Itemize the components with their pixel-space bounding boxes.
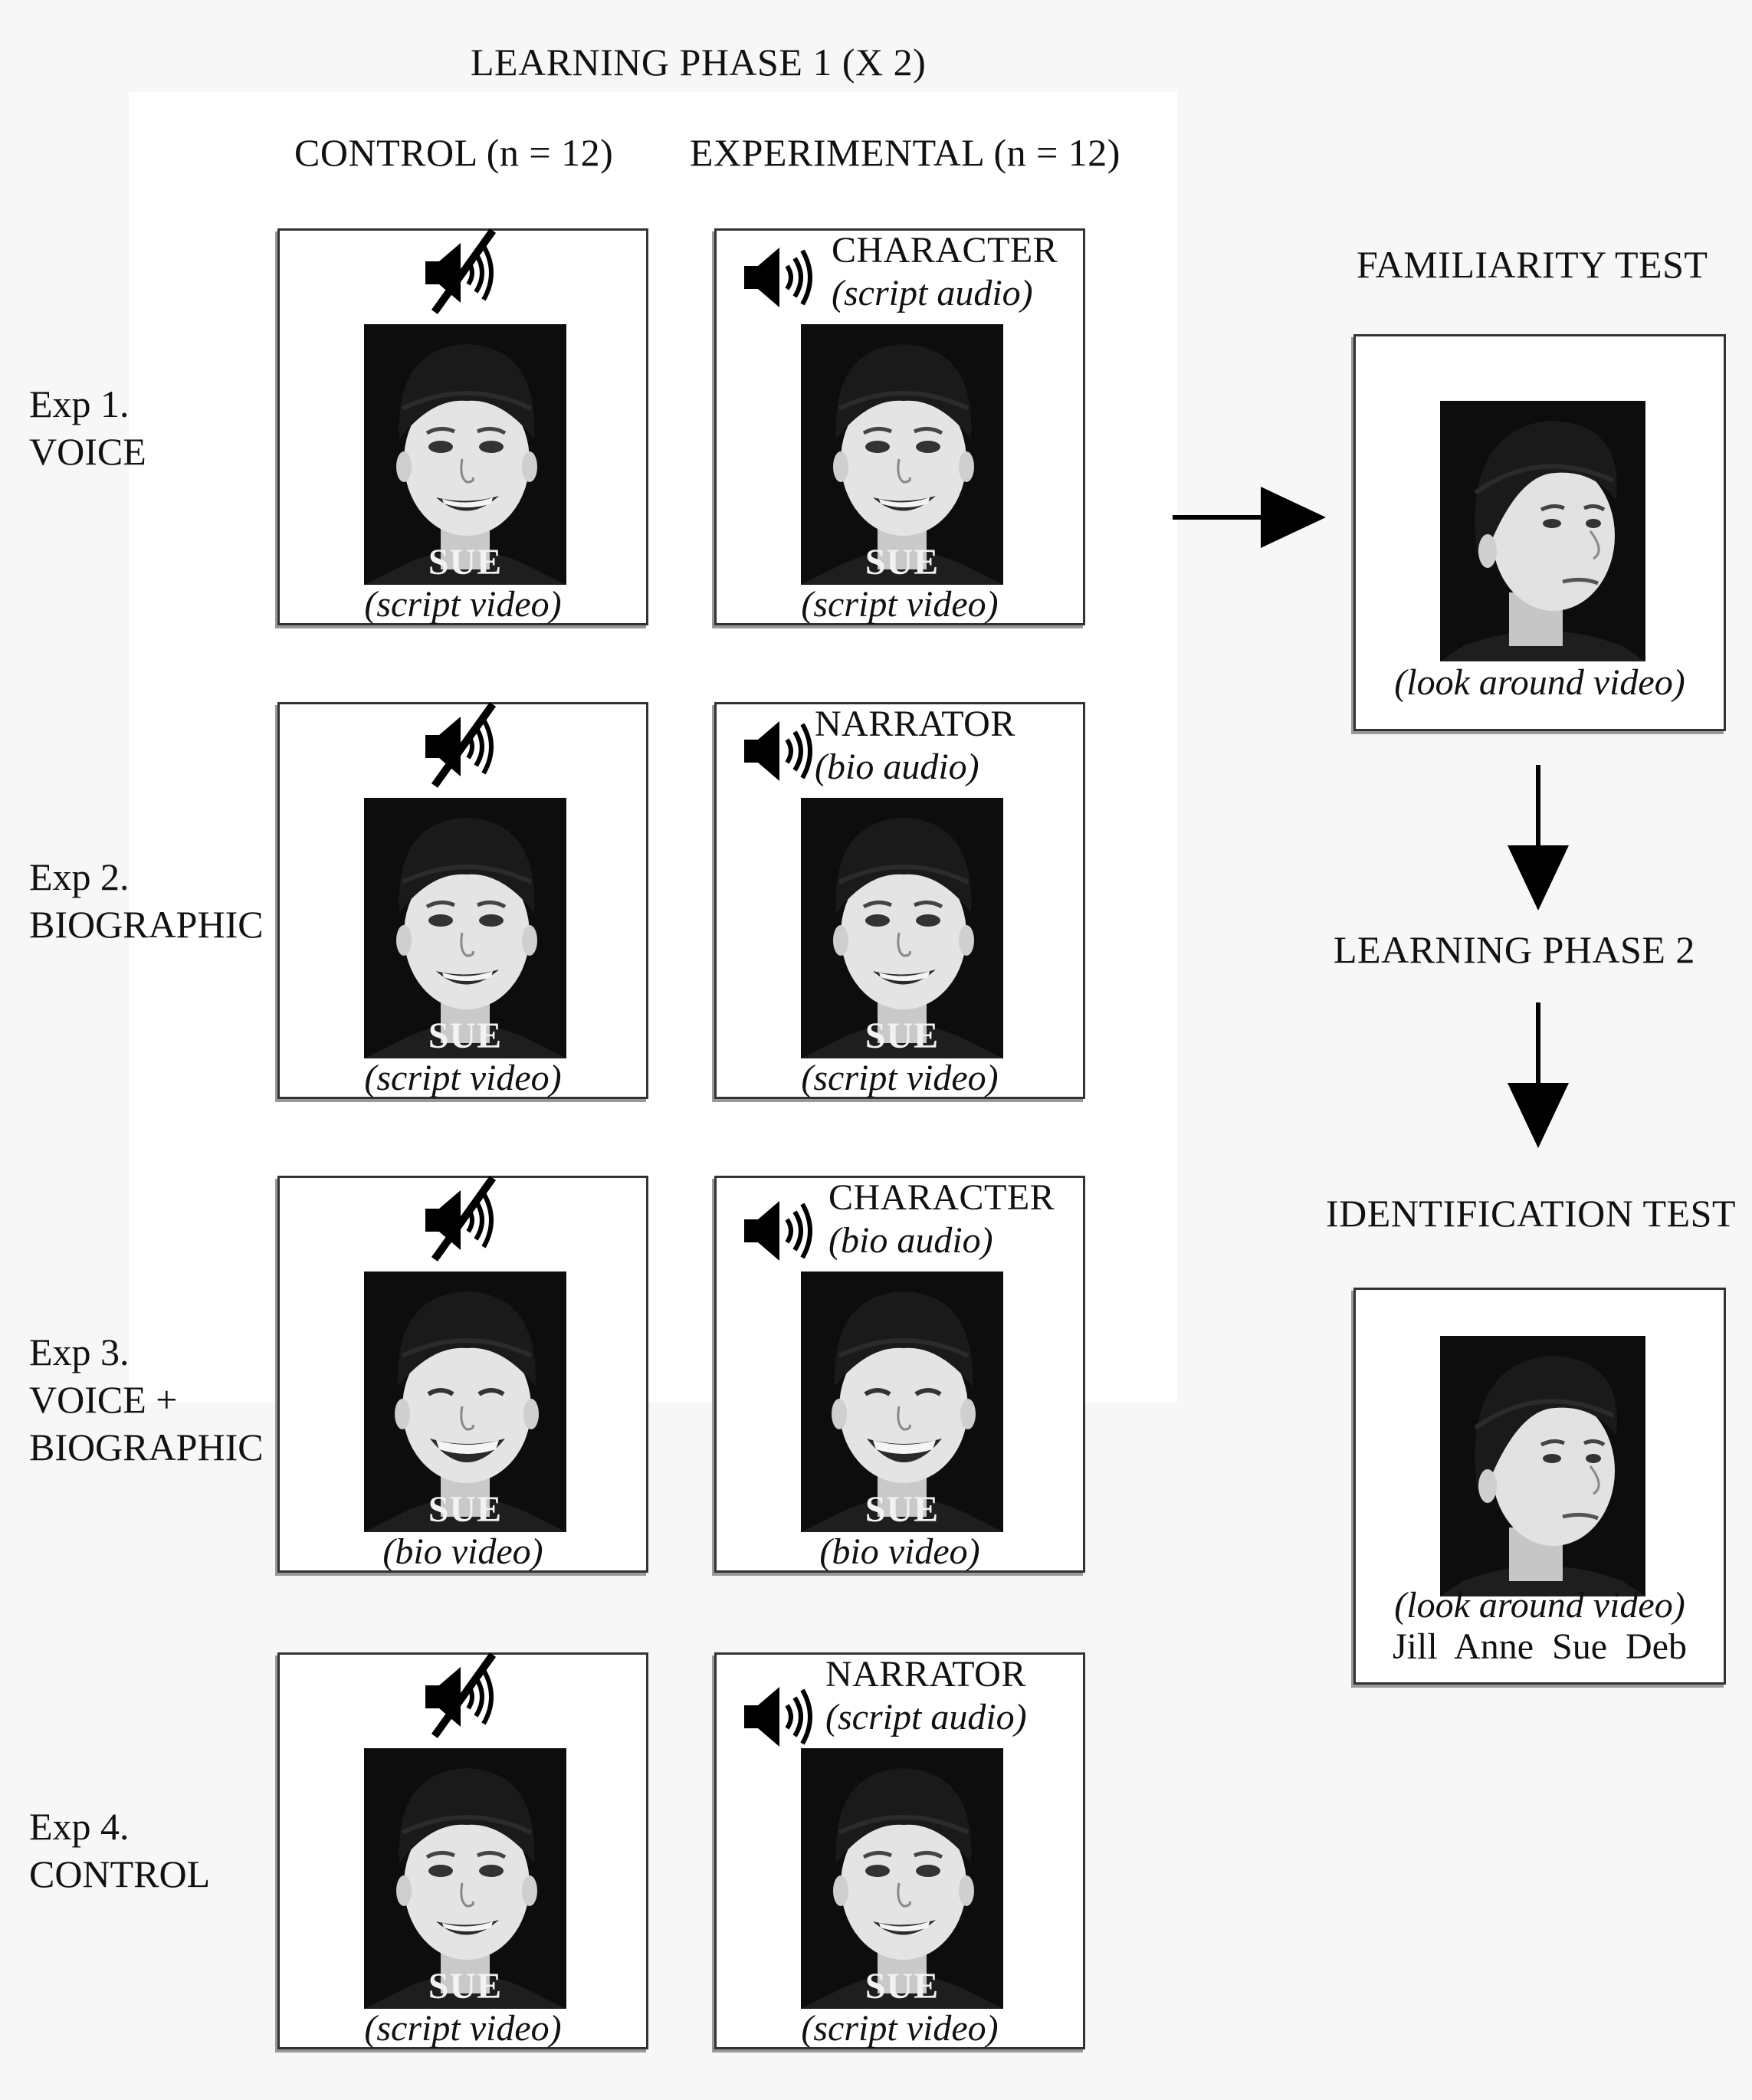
face-photo-turned <box>1440 401 1645 661</box>
control-card-exp-3: SUE (bio video) <box>277 1176 648 1573</box>
row-label-line: Exp 2. <box>29 855 130 898</box>
face-name-label: SUE <box>428 542 503 582</box>
row-label-line: Exp 3. <box>29 1331 130 1373</box>
video-caption: (script video) <box>801 2008 999 2049</box>
face-photo: SUE <box>801 324 1003 585</box>
row-label-line: BIOGRAPHIC <box>29 903 264 946</box>
speaker-muted-icon <box>419 1650 504 1742</box>
face-photo: SUE <box>364 1271 566 1532</box>
face-name-label: SUE <box>865 1966 940 2006</box>
speaker-muted-icon <box>419 1173 504 1265</box>
face-photo: SUE <box>364 798 566 1058</box>
audio-source-title: CHARACTER <box>828 1177 1055 1218</box>
header-learning-phase-2: LEARNING PHASE 2 <box>1334 928 1695 971</box>
name-choices: Jill Anne Sue Deb <box>1393 1626 1687 1667</box>
audio-source-sub: (bio audio) <box>815 746 979 787</box>
experimental-card-exp-1: CHARACTER (script audio) SUE (script vid… <box>714 228 1085 625</box>
header-learning-phase-1: LEARNING PHASE 1 (X 2) <box>471 41 927 84</box>
speaker-muted-icon <box>419 226 504 318</box>
face-name-label: SUE <box>428 1489 503 1530</box>
face-photo: SUE <box>801 1271 1003 1532</box>
speaker-sound-icon <box>740 717 816 786</box>
audio-source-title: NARRATOR <box>815 704 1015 744</box>
video-caption: (look around video) <box>1394 1585 1685 1626</box>
speaker-sound-icon <box>740 1682 816 1751</box>
video-caption: (script video) <box>801 1058 999 1098</box>
face-photo-turned <box>1440 1336 1645 1596</box>
audio-source-sub: (bio audio) <box>828 1220 993 1261</box>
face-photo: SUE <box>801 798 1003 1058</box>
face-name-label: SUE <box>865 542 940 582</box>
header-control: CONTROL (n = 12) <box>294 131 614 174</box>
audio-source-sub: (script audio) <box>832 273 1033 313</box>
header-experimental: EXPERIMENTAL (n = 12) <box>690 131 1120 174</box>
video-caption: (script video) <box>801 584 999 625</box>
speaker-sound-icon <box>740 1196 816 1265</box>
video-caption: (script video) <box>364 584 562 625</box>
video-caption: (script video) <box>364 2008 562 2049</box>
row-label-line: Exp 4. <box>29 1805 130 1848</box>
audio-source-title: NARRATOR <box>825 1654 1026 1695</box>
header-identification-test: IDENTIFICATION TEST <box>1326 1192 1736 1235</box>
video-caption: (bio video) <box>382 1531 543 1572</box>
experimental-card-exp-4: NARRATOR (script audio) SUE (script vide… <box>714 1652 1085 2049</box>
face-photo: SUE <box>364 324 566 585</box>
row-label-exp-1: Exp 1. VOICE <box>29 380 146 475</box>
video-caption: (script video) <box>364 1058 562 1098</box>
row-label-line: CONTROL <box>29 1852 211 1895</box>
speaker-muted-icon <box>419 700 504 792</box>
face-name-label: SUE <box>428 1966 503 2006</box>
control-card-exp-2: SUE (script video) <box>277 702 648 1099</box>
experimental-card-exp-2: NARRATOR (bio audio) SUE (script video) <box>714 702 1085 1099</box>
face-name-label: SUE <box>865 1489 940 1530</box>
arrow-down <box>1504 1002 1573 1148</box>
video-caption: (bio video) <box>819 1531 980 1572</box>
video-caption: (look around video) <box>1394 662 1685 703</box>
face-name-label: SUE <box>428 1016 503 1056</box>
audio-source-sub: (script audio) <box>825 1697 1027 1737</box>
control-card-exp-1: SUE (script video) <box>277 228 648 625</box>
audio-source-title: CHARACTER <box>832 230 1058 271</box>
speaker-sound-icon <box>740 243 816 312</box>
row-label-line: VOICE <box>29 430 146 473</box>
row-label-exp-4: Exp 4. CONTROL <box>29 1803 210 1898</box>
row-label-line: Exp 1. <box>29 382 130 425</box>
row-label-exp-2: Exp 2. BIOGRAPHIC <box>29 853 264 948</box>
familiarity-test-card: (look around video) <box>1353 334 1726 731</box>
face-photo: SUE <box>801 1748 1003 2009</box>
face-photo: SUE <box>364 1748 566 2009</box>
row-label-line: BIOGRAPHIC <box>29 1426 264 1468</box>
experimental-card-exp-3: CHARACTER (bio audio) SUE (bio video) <box>714 1176 1085 1573</box>
face-name-label: SUE <box>865 1016 940 1056</box>
control-card-exp-4: SUE (script video) <box>277 1652 648 2049</box>
arrow-down <box>1504 765 1573 911</box>
row-label-line: VOICE + <box>29 1378 178 1421</box>
header-familiarity-test: FAMILIARITY TEST <box>1357 243 1708 286</box>
row-label-exp-3: Exp 3. VOICE + BIOGRAPHIC <box>29 1328 264 1471</box>
identification-test-card: (look around video) Jill Anne Sue Deb <box>1353 1288 1726 1685</box>
arrow-right <box>1173 483 1326 552</box>
